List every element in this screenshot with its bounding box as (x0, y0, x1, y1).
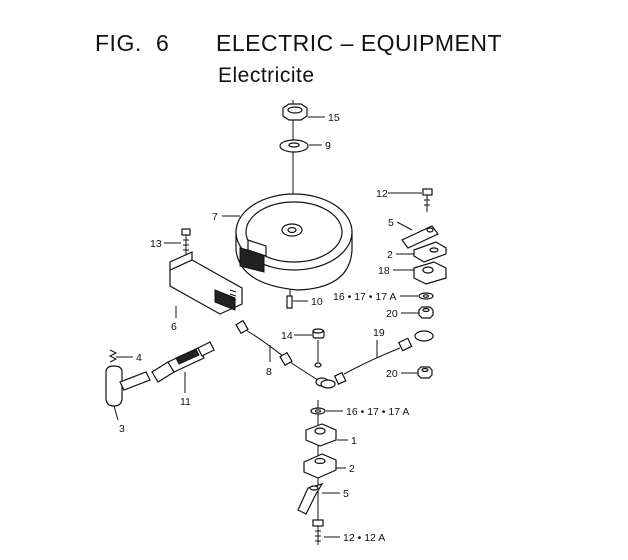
callout-7: 7 (212, 211, 218, 223)
spark-plug (151, 341, 215, 383)
callout-11: 11 (180, 396, 191, 408)
callout-16-17-17a-lower: 16 • 17 • 17 A (346, 406, 409, 418)
hex-nut-lower (417, 366, 433, 379)
callout-20-upper: 20 (386, 308, 398, 320)
flywheel-key (286, 295, 293, 309)
switch-holder (413, 261, 447, 285)
ground-bolt-upper (422, 188, 433, 212)
lock-washer-upper (418, 292, 434, 300)
callout-2-lower: 2 (349, 463, 355, 475)
hex-nut-upper (418, 306, 434, 319)
callout-13: 13 (150, 238, 162, 250)
spark-plug-cap (105, 365, 151, 407)
switch-holder-lower (305, 423, 337, 447)
callout-12-upper: 12 (376, 188, 388, 200)
stop-switch-clip-lower (303, 453, 337, 479)
ground-wire (320, 330, 434, 389)
ignition-coil (102, 251, 243, 341)
diagram-subtitle: Electricite (218, 64, 315, 87)
callout-20-lower: 20 (386, 368, 398, 380)
fig-label: FIG. (95, 30, 142, 56)
callout-3: 3 (119, 423, 125, 435)
callout-4: 4 (136, 352, 142, 364)
flywheel (235, 193, 353, 291)
stop-switch-plate-upper (401, 225, 439, 249)
flywheel-nut (282, 103, 308, 121)
callout-19: 19 (373, 327, 385, 339)
callout-2-upper: 2 (387, 249, 393, 261)
callout-10: 10 (311, 296, 323, 308)
lock-washer-lower (310, 407, 326, 415)
wire-nut (312, 328, 325, 339)
callout-9: 9 (325, 140, 331, 152)
callout-12-12a-lower: 12 • 12 A (343, 532, 385, 544)
stop-switch-plate-lower (297, 483, 324, 515)
callout-6: 6 (171, 321, 177, 333)
callout-14: 14 (281, 330, 293, 342)
stop-switch-clip-upper (413, 241, 447, 263)
flywheel-washer (279, 139, 309, 153)
plug-cap-spring (108, 349, 118, 363)
callout-15: 15 (328, 112, 340, 124)
callout-1: 1 (351, 435, 357, 447)
callout-16-17-17a-upper: 16 • 17 • 17 A (333, 291, 396, 303)
callout-18: 18 (378, 265, 390, 277)
callout-5-upper: 5 (388, 217, 394, 229)
callout-8: 8 (266, 366, 272, 378)
fig-number: 6 (156, 30, 170, 56)
diagram-title: ELECTRIC – EQUIPMENT (216, 30, 503, 56)
callout-5-lower: 5 (343, 488, 349, 500)
ground-bolt-lower (312, 519, 324, 545)
